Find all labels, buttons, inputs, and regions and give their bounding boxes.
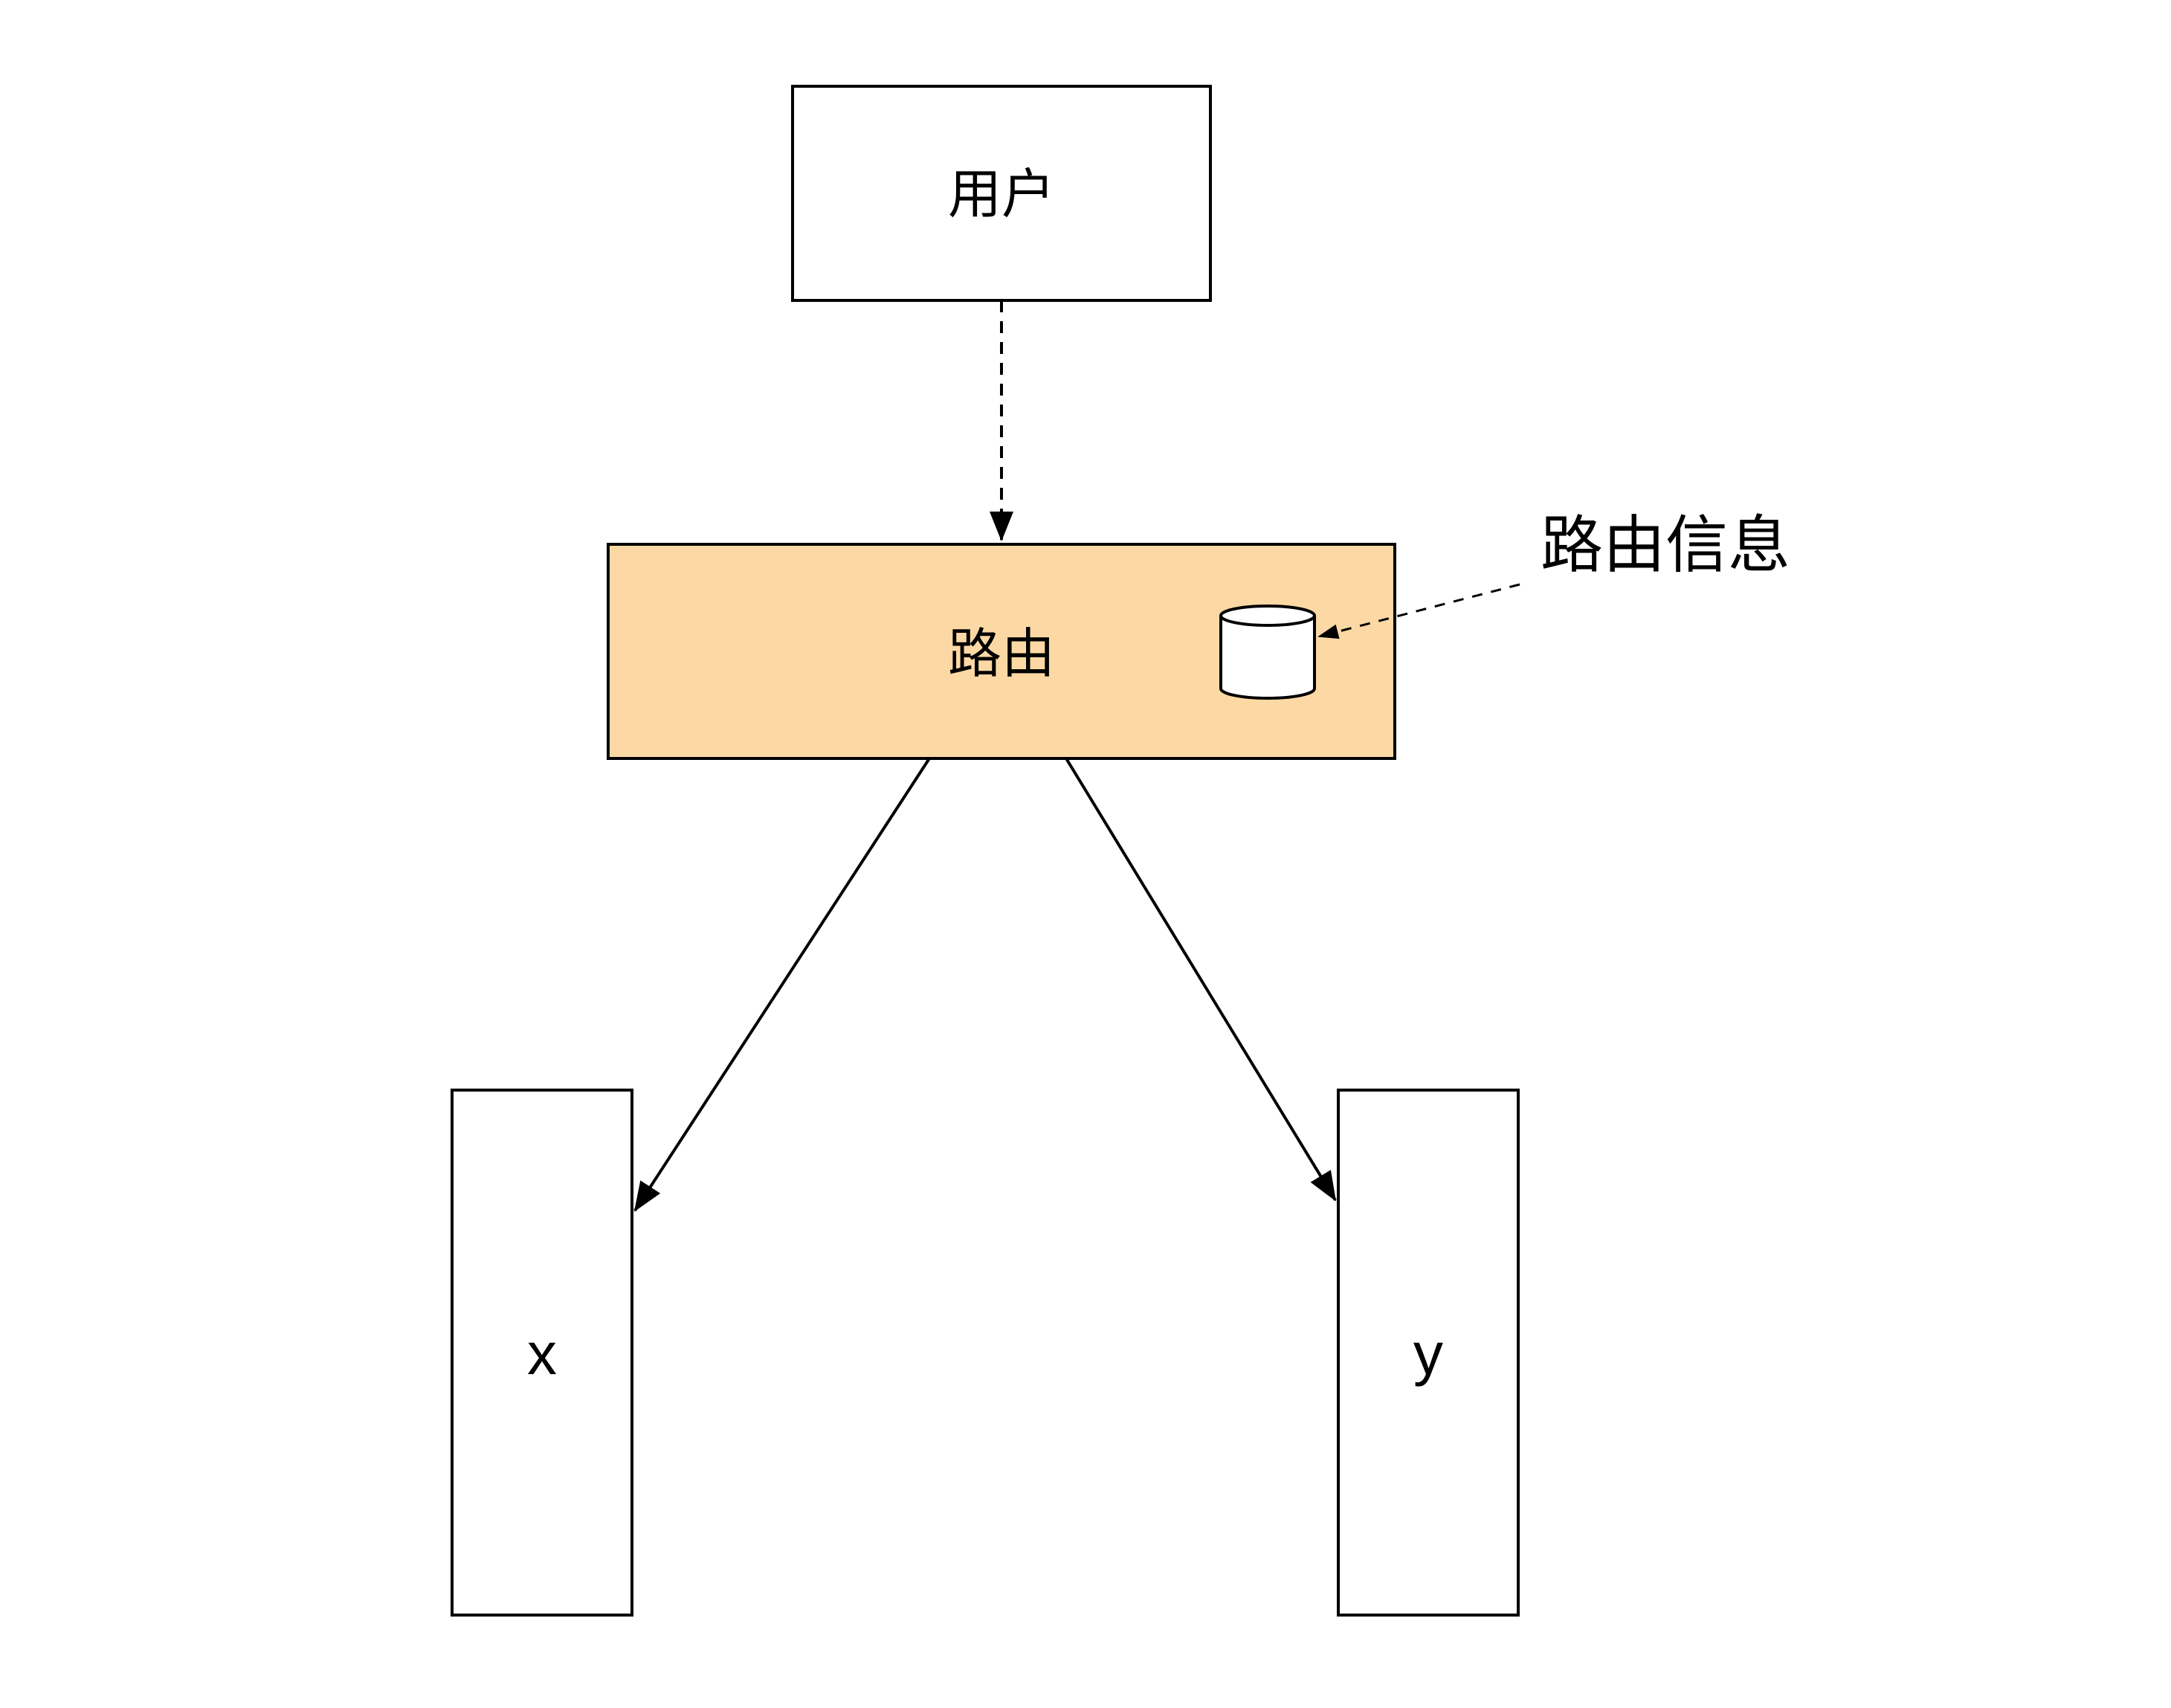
router-node-label: 路由	[948, 622, 1055, 685]
y-node: y	[1337, 1089, 1520, 1617]
x-node: x	[451, 1089, 633, 1617]
router-node: 路由	[607, 543, 1396, 760]
edge-annotation-to-database	[1317, 583, 1520, 639]
user-node: 用户	[791, 85, 1212, 302]
x-node-label: x	[527, 1321, 557, 1387]
user-node-label: 用户	[948, 163, 1055, 225]
y-node-label: y	[1413, 1321, 1443, 1387]
routing-info-annotation: 路由信息	[1541, 509, 1790, 581]
edge-router-to-x	[633, 757, 931, 1212]
edge-router-to-y	[1065, 757, 1337, 1202]
database-icon	[1219, 605, 1316, 700]
